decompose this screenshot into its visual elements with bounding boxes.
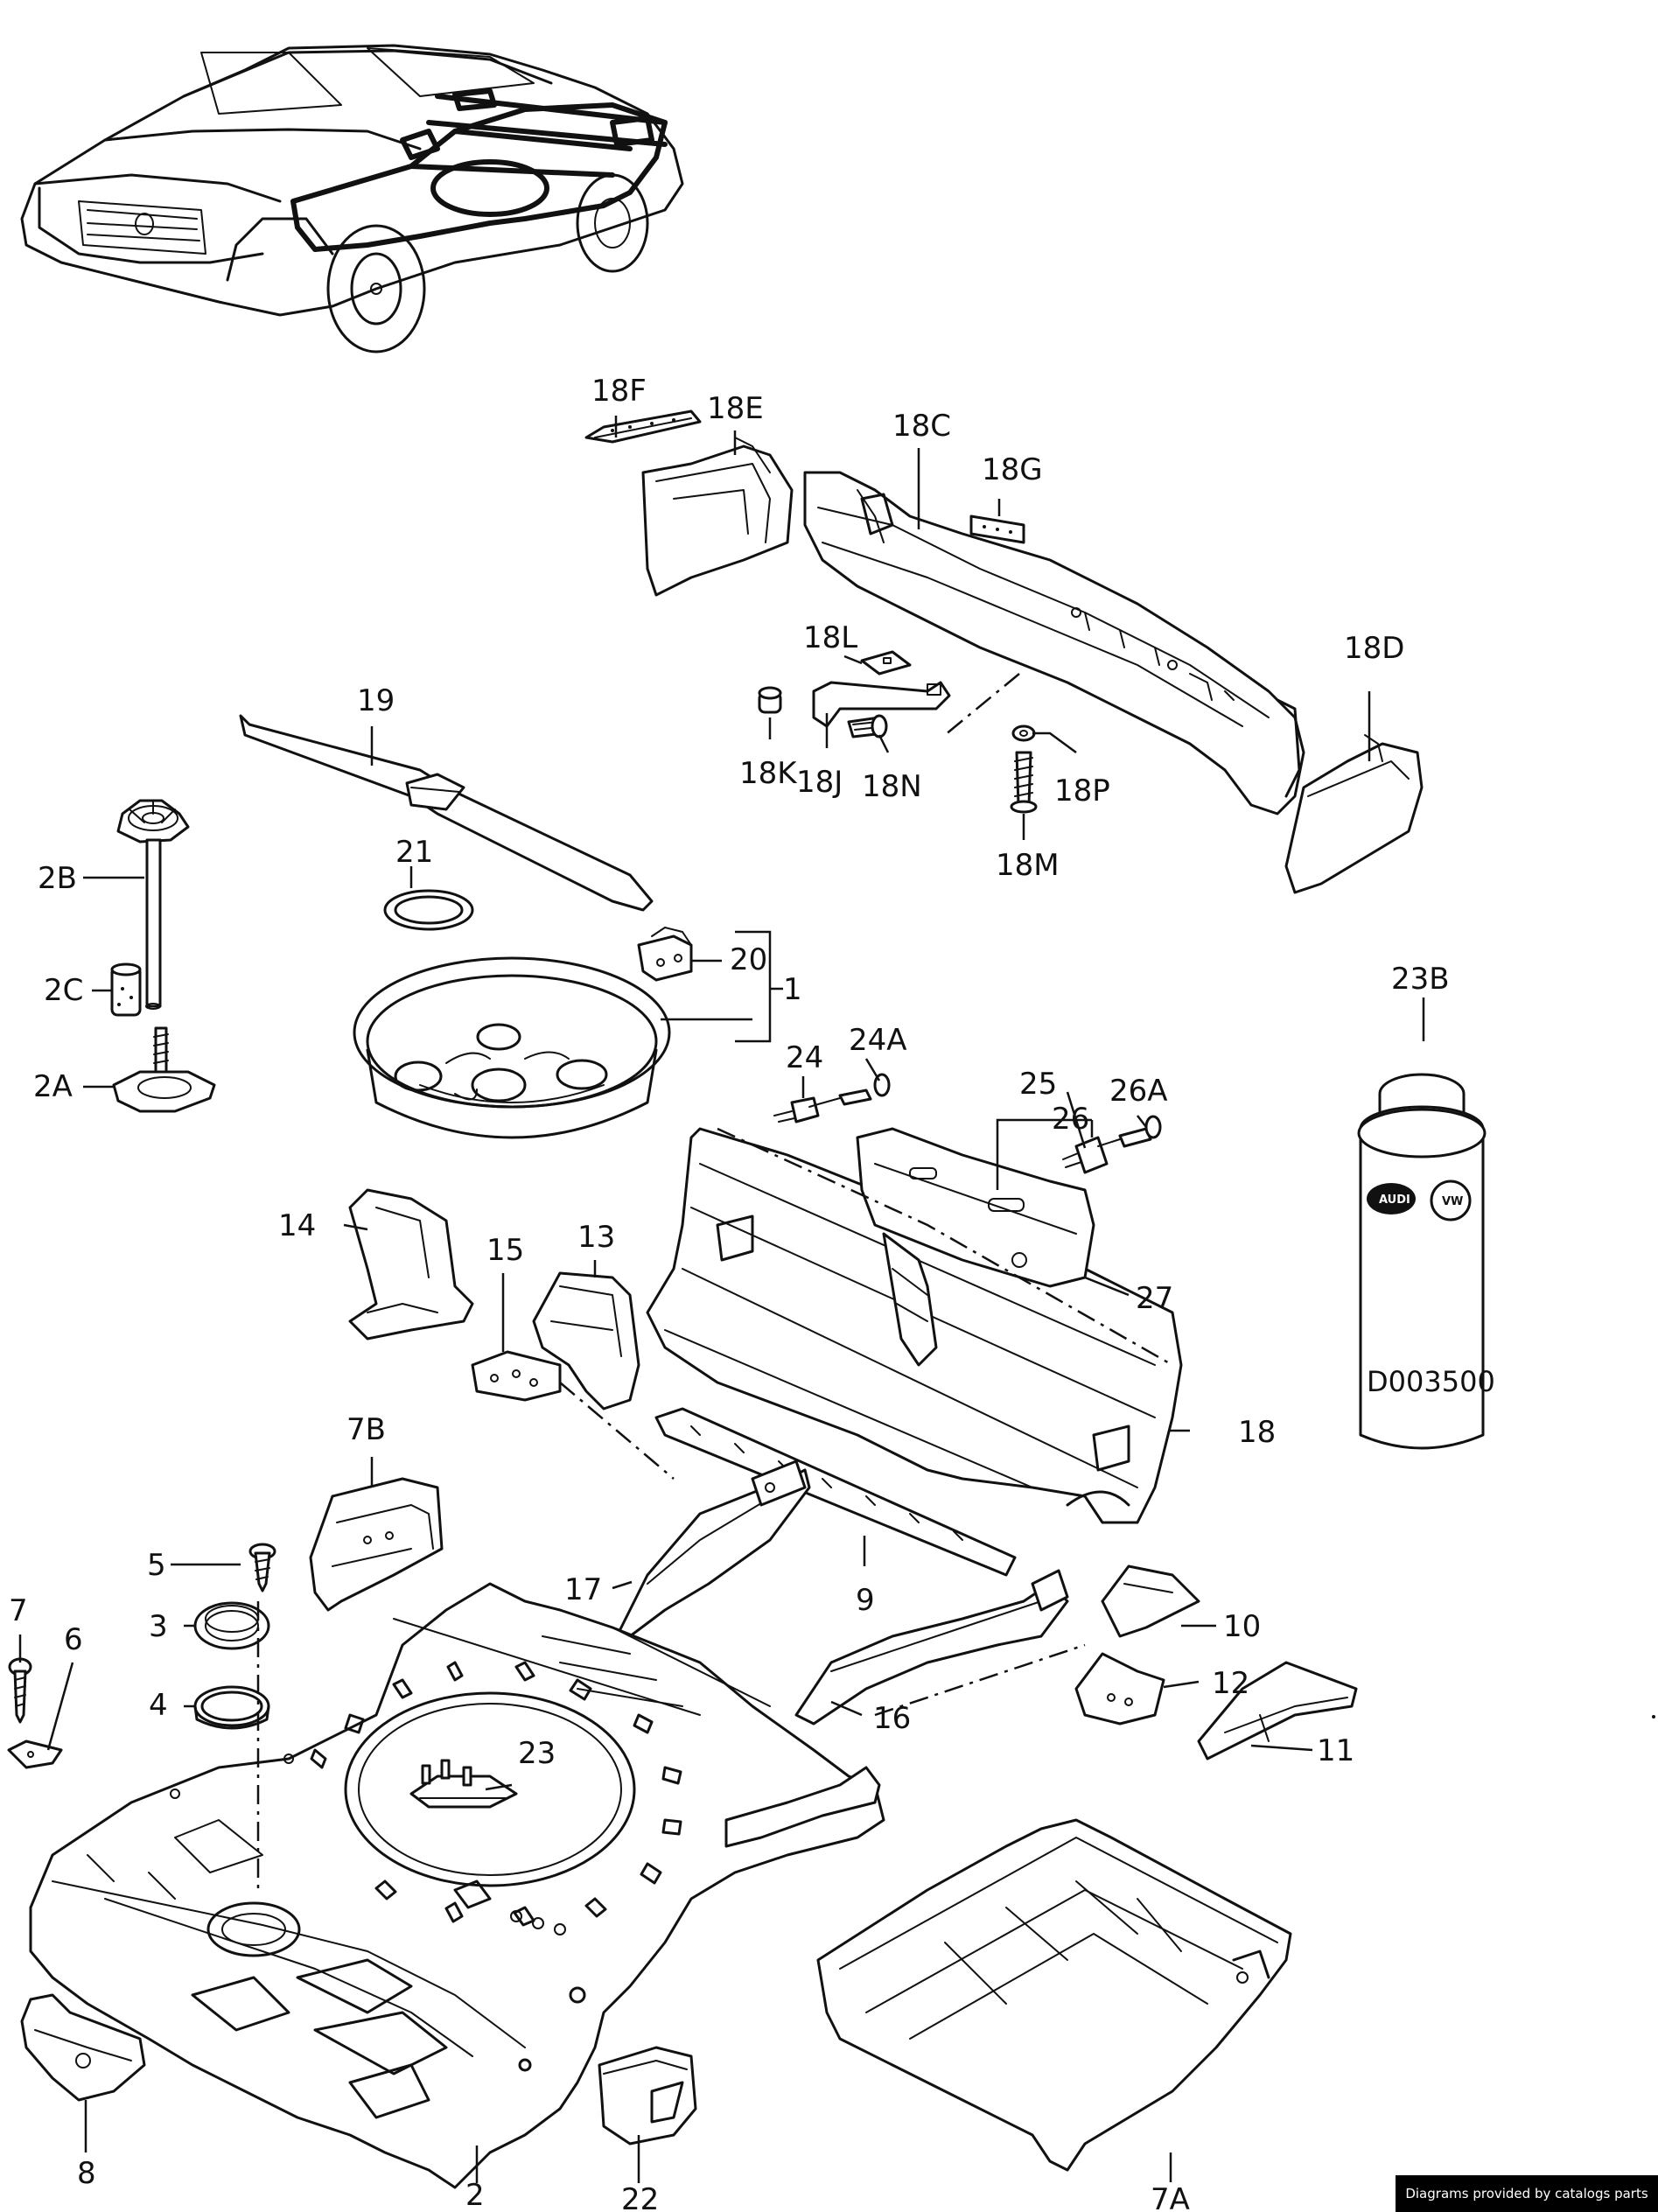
callout-18N: 18N <box>862 769 922 804</box>
callout-18E: 18E <box>707 391 764 426</box>
callout-4: 4 <box>149 1688 168 1723</box>
part-16-side-member <box>794 1569 1086 1726</box>
callout-20: 20 <box>730 942 767 977</box>
callout-17: 17 <box>564 1572 602 1607</box>
callout-24: 24 <box>786 1040 823 1075</box>
callout-7A: 7A <box>1151 2182 1190 2212</box>
part-5-screw <box>248 1543 276 1592</box>
part-7A-rear-floor-tray <box>816 1818 1292 2172</box>
callout-2C: 2C <box>44 973 83 1008</box>
callout-18K: 18K <box>739 756 798 791</box>
part-24-26-clips-and-screws <box>773 1073 1162 1174</box>
part-18E-18F-rear-panel-end <box>584 410 794 597</box>
part-1-spare-wheel-well <box>353 956 671 1139</box>
callout-7B: 7B <box>346 1412 386 1447</box>
callout-18P: 18P <box>1054 774 1110 808</box>
callout-21: 21 <box>395 835 433 870</box>
callout-9: 9 <box>856 1583 875 1618</box>
part-10-bracket <box>1101 1564 1200 1638</box>
callout-6: 6 <box>64 1622 83 1657</box>
part-7-bolt <box>8 1657 32 1724</box>
callout-18J: 18J <box>796 765 843 800</box>
leader-lines <box>18 416 1425 2183</box>
car-overview-illustration <box>20 44 684 354</box>
callout-2B: 2B <box>38 861 77 896</box>
stray-dot <box>1652 1715 1655 1718</box>
part-2C-spacer <box>110 962 142 1017</box>
callout-16: 16 <box>873 1701 911 1736</box>
callout-23B: 23B <box>1391 962 1450 997</box>
callout-26A: 26A <box>1109 1074 1168 1109</box>
part-7B-bracket <box>309 1477 444 1612</box>
callout-18G: 18G <box>982 452 1043 487</box>
part-3-grommet <box>193 1601 270 1650</box>
callout-19: 19 <box>357 683 395 718</box>
part-18G-tape-strip <box>969 514 1025 544</box>
callout-1: 1 <box>783 972 802 1007</box>
callout-10: 10 <box>1223 1609 1261 1644</box>
callout-18D: 18D <box>1344 631 1404 666</box>
callout-3: 3 <box>149 1609 168 1644</box>
callout-2A: 2A <box>33 1069 73 1104</box>
callout-13: 13 <box>577 1220 615 1255</box>
part-21-ring <box>383 889 474 931</box>
part-18D-panel-end <box>1284 734 1424 894</box>
callout-23: 23 <box>518 1736 556 1771</box>
callout-25: 25 <box>1019 1067 1057 1102</box>
callout-22: 22 <box>621 2182 659 2212</box>
callout-24A: 24A <box>849 1023 907 1058</box>
callout-27: 27 <box>1136 1281 1173 1316</box>
can-logo-left: AUDI <box>1379 1194 1410 1207</box>
part-2-main-floor-pan <box>29 1582 885 2189</box>
callout-18C: 18C <box>892 409 951 444</box>
callout-15: 15 <box>486 1233 524 1268</box>
part-6-clip <box>7 1740 63 1769</box>
can-part-code: D003500 <box>1367 1365 1495 1398</box>
part-2A-base-bolt <box>112 1026 216 1113</box>
can-logo-right: VW <box>1442 1195 1463 1208</box>
part-15-plate <box>471 1350 562 1402</box>
part-20-bracket <box>637 927 693 982</box>
part-2B-wing-nut <box>116 799 190 1010</box>
callout-14: 14 <box>278 1208 316 1243</box>
callout-5: 5 <box>147 1548 166 1583</box>
callout-12: 12 <box>1212 1666 1249 1701</box>
part-11-bracket <box>1197 1661 1358 1760</box>
part-23B-sealant-can: AUDI VW D003500 <box>1357 1073 1495 1450</box>
part-19-strap <box>239 714 654 912</box>
part-12-bracket <box>1074 1652 1165 1726</box>
callout-18: 18 <box>1238 1415 1276 1450</box>
part-17-side-member <box>559 1382 811 1647</box>
callout-18F: 18F <box>591 374 647 409</box>
part-8-bracket <box>20 1993 146 2102</box>
part-22-bracket <box>598 2046 697 2146</box>
callout-labels: 18F 18E 18C 18G 18L 18D 18K 18J 18N 18P … <box>9 374 1450 2212</box>
callout-8: 8 <box>77 2156 96 2191</box>
part-4-ring <box>193 1685 270 1730</box>
part-9-sill-strip <box>654 1407 1017 1577</box>
callout-7: 7 <box>9 1593 28 1628</box>
part-18-rear-floor-panel <box>646 1127 1183 1524</box>
callout-18L: 18L <box>803 620 857 655</box>
callout-2: 2 <box>465 2178 485 2212</box>
diagram-credit-badge: Diagrams provided by catalogs parts <box>1396 2175 1658 2212</box>
part-18-fasteners-group <box>758 650 1038 814</box>
callout-11: 11 <box>1317 1733 1354 1768</box>
callout-26: 26 <box>1052 1102 1089 1137</box>
callout-18M: 18M <box>996 848 1060 883</box>
part-14-bracket <box>348 1188 474 1340</box>
part-18C-rear-crossmember <box>803 471 1305 816</box>
